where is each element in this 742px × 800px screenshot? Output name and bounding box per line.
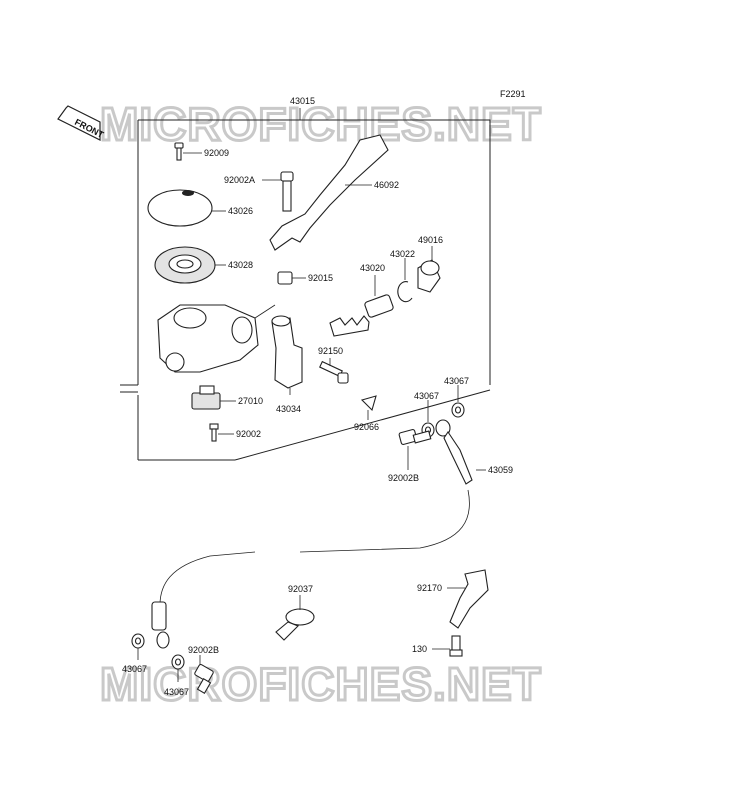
bolt-92002A	[262, 171, 294, 212]
label-43028: 43028	[228, 260, 253, 270]
bolt-130	[432, 635, 463, 657]
label-92066: 92066	[354, 422, 379, 432]
nut-92015	[277, 271, 306, 285]
label-43015: 43015	[290, 96, 315, 106]
washer-43067-d	[171, 654, 185, 682]
bolt-92150	[319, 358, 349, 384]
pin-92066	[360, 395, 377, 420]
label-43020: 43020	[360, 263, 385, 273]
label-43067-a: 43067	[414, 391, 439, 401]
label-27010: 27010	[238, 396, 263, 406]
figure-code: F2291	[500, 89, 526, 99]
watermark-bottom: MICROFICHES.NET	[100, 658, 542, 710]
washer-43067-b	[451, 385, 465, 418]
label-43034: 43034	[276, 404, 301, 414]
label-92150: 92150	[318, 346, 343, 356]
holder-43034	[271, 315, 303, 395]
banjo-bolt-92002B-a	[398, 429, 432, 470]
label-43022: 43022	[390, 249, 415, 259]
label-49016: 49016	[418, 235, 443, 245]
label-43067-d: 43067	[164, 687, 189, 697]
banjo-bolt-92002B-b	[194, 655, 214, 694]
master-cylinder-body	[157, 304, 276, 373]
diaphragm-43028	[154, 246, 226, 284]
label-92002A: 92002A	[224, 175, 255, 185]
label-92009: 92009	[204, 148, 229, 158]
piston-assy-43020	[329, 275, 394, 337]
screw-92009	[174, 142, 202, 161]
reservoir-cap-43026	[147, 189, 226, 227]
label-43026: 43026	[228, 206, 253, 216]
label-43067-c: 43067	[122, 664, 147, 674]
label-92037: 92037	[288, 584, 313, 594]
screw-92002	[209, 423, 234, 442]
washer-43067-c	[131, 633, 145, 660]
brake-switch-27010	[191, 385, 236, 410]
boot-49016	[417, 246, 441, 293]
brake-lever-46092	[269, 134, 389, 251]
clamp-92037	[275, 595, 315, 641]
label-46092: 46092	[374, 180, 399, 190]
label-92015: 92015	[308, 273, 333, 283]
label-130: 130	[412, 644, 427, 654]
label-92002: 92002	[236, 429, 261, 439]
label-92170: 92170	[417, 583, 442, 593]
watermark-top: MICROFICHES.NET	[100, 98, 542, 150]
label-43067-b: 43067	[444, 376, 469, 386]
hose-lower-end	[151, 601, 170, 649]
front-arrow-icon: FRONT	[57, 105, 106, 141]
circlip-43022	[397, 258, 413, 303]
label-92002B-b: 92002B	[188, 645, 219, 655]
holder-92170	[447, 569, 489, 629]
label-92002B-a: 92002B	[388, 473, 419, 483]
brake-hose-43059	[159, 419, 486, 606]
assembly-frame-43015	[120, 108, 491, 461]
label-43059: 43059	[488, 465, 513, 475]
